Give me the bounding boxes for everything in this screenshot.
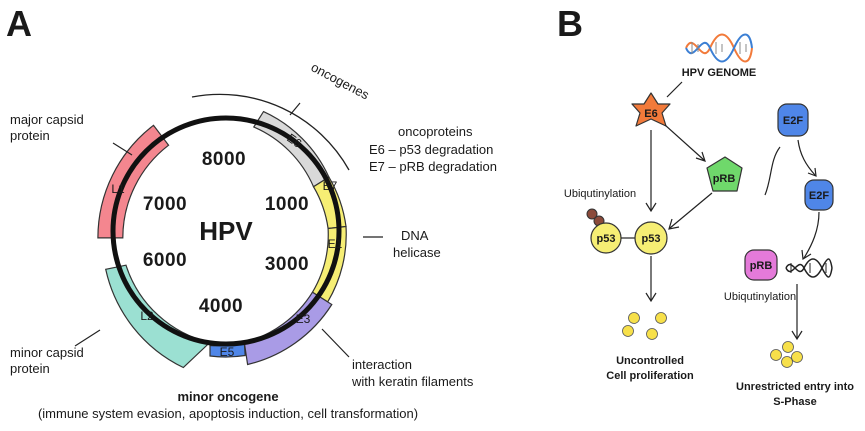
arrow-e2f-to-dna <box>803 211 820 259</box>
oncogenes-bracket <box>191 93 350 171</box>
position-8000: 8000 <box>202 149 246 170</box>
segment-label-e1: E1 <box>328 237 343 251</box>
segment-label-l2: L2 <box>140 309 154 323</box>
genome-circle <box>110 115 342 347</box>
arrow-e6-to-prb <box>664 124 705 161</box>
position-6000: 6000 <box>143 250 187 271</box>
e6-star <box>631 92 671 127</box>
segment-label-e5: E5 <box>220 345 235 359</box>
prb-degraded-label: pRB <box>750 260 773 272</box>
e6-star-label: E6 <box>644 108 657 120</box>
prb-pentagon <box>706 156 743 192</box>
p53-protein <box>634 221 668 255</box>
panel-label-b: B <box>557 3 583 44</box>
prb-pentagon-label: pRB <box>713 173 736 185</box>
minor-capsid-leader <box>74 329 101 347</box>
uncontrolled-label-1: Uncontrolled <box>616 355 684 367</box>
p53-protein-label: p53 <box>642 233 661 245</box>
dna-helicase-label-2: helicase <box>393 245 441 260</box>
major-capsid-label-2: protein <box>10 128 50 143</box>
position-4000: 4000 <box>199 296 243 317</box>
interaction-label-1: interaction <box>352 357 412 372</box>
position-3000: 3000 <box>265 254 309 275</box>
minor-oncogene-title: minor oncogene <box>177 389 278 404</box>
e2f-free-label: E2F <box>809 190 829 202</box>
oncogenes-leader <box>289 102 301 116</box>
genome-center-label: HPV <box>199 216 253 246</box>
oncogenes-label: oncogenes <box>309 59 373 102</box>
position-1000: 1000 <box>265 194 309 215</box>
ubiquitinylation-left-label: Ubiqutinylation <box>564 188 636 200</box>
e6-description: E6 – p53 degradation <box>369 142 493 157</box>
dna-helicase-label-1: DNA <box>401 228 429 243</box>
degradation-dots-left <box>622 312 667 340</box>
prb-degraded <box>744 249 778 281</box>
ubiquitin-dot-1 <box>586 208 598 220</box>
major-capsid-leader <box>112 142 133 156</box>
minor-capsid-label-2: protein <box>10 361 50 376</box>
position-7000: 7000 <box>143 194 187 215</box>
segment-label-l1: L1 <box>111 182 125 196</box>
minor-oncogene-description: (immune system evasion, apoptosis induct… <box>38 406 418 421</box>
major-capsid-label-1: major capsid <box>10 112 84 127</box>
arrow-genome-to-e6 <box>666 81 683 98</box>
hpv-genome-dna-icon <box>685 33 753 63</box>
segment-label-e7: E7 <box>323 179 338 193</box>
unrestricted-label-1: Unrestricted entry into <box>736 381 854 393</box>
oncoproteins-label: oncoproteins <box>398 124 473 139</box>
e2f-complex-label: E2F <box>783 115 803 127</box>
e2f-separation-line <box>764 146 781 196</box>
e2f-complex <box>777 103 809 137</box>
degradation-dots-right <box>770 341 803 368</box>
uncontrolled-label-2: Cell proliferation <box>606 370 694 382</box>
interaction-leader <box>321 328 350 358</box>
segment-l2 <box>104 264 212 369</box>
ubiquitinylation-right-label: Ubiqutinylation <box>724 291 796 303</box>
panel-label-a: A <box>6 3 32 44</box>
hpv-genome-label: HPV GENOME <box>682 67 757 79</box>
segment-label-e3: E3 <box>296 312 311 326</box>
p53-ubiquitinated-label: p53 <box>597 233 616 245</box>
e2f-free <box>804 179 834 211</box>
dna-helix-icon <box>785 258 833 278</box>
e7-description: E7 – pRB degradation <box>369 159 497 174</box>
arrow-prb-to-p53 <box>669 192 713 229</box>
interaction-label-2: with keratin filaments <box>351 374 474 389</box>
arrow-e2f-release <box>797 139 816 176</box>
unrestricted-label-2: S-Phase <box>773 396 816 408</box>
minor-capsid-label-1: minor capsid <box>10 345 84 360</box>
